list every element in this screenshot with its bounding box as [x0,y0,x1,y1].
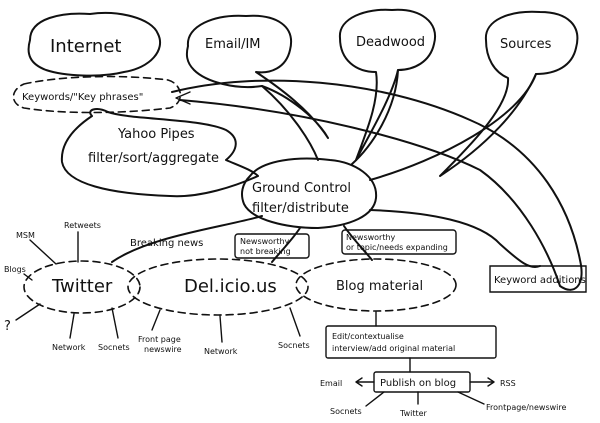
ground-control-blob [241,157,378,229]
newsworthy-label-2: Newsworthy [346,233,396,242]
email-im-label: Email/IM [205,37,261,52]
blogs-label: Blogs [4,265,26,274]
edit-line-2: interview/add original material [332,344,455,353]
sources-connector [369,73,537,181]
blog-material-label: Blog material [336,279,423,294]
spoke-network-twitter [69,313,75,339]
spoke-question [15,303,41,321]
email-im-cloud [185,14,329,139]
publish-frontpage-label: Frontpage/newswire [486,403,566,412]
ground-control-outflow [369,209,541,268]
on-topic-label: or topic/needs expanding [346,243,448,252]
twitter-socnets-label: Socnets [98,343,130,352]
keyword-additions-loop [171,79,583,291]
newsworthy-not-breaking-box [234,233,310,259]
breaking-news-label: Breaking news [130,238,203,249]
spoke-frontpage-delicious [151,309,161,331]
stream-to-twitter [111,215,263,263]
spoke-network-delicious [219,315,223,343]
deadwood-label: Deadwood [356,35,425,50]
msm-label: MSM [16,231,35,240]
newsworthy-on-topic-box [341,229,457,255]
question-mark-label: ? [4,319,11,334]
twitter-label: Twitter [51,276,113,297]
publish-to-rss [469,377,495,387]
keyword-additions-label: Keyword additions [494,275,586,286]
not-breaking-label: not breaking [240,247,291,256]
edit-box [325,325,497,359]
yahoo-pipes-label: Yahoo Pipes [117,127,195,142]
twitter-network-label: Network [52,343,86,352]
keywords-label: Keywords/"Key phrases" [22,92,143,103]
spoke-msm [29,239,57,265]
ground-control-label: Ground Control [252,181,351,196]
delicious-oval [127,258,309,316]
publish-rss-label: RSS [500,379,516,388]
publish-socnets-label: Socnets [330,407,362,416]
publish-to-socnets [365,391,385,407]
edit-line-1: Edit/contextualise [332,332,404,341]
keywords-box [12,75,182,114]
internet-cloud [27,12,161,77]
yahoo-pipes-blob [60,108,259,198]
spoke-socnets-twitter [111,307,119,339]
stream-to-delicious [271,227,301,263]
sources-label: Sources [500,37,552,52]
newsworthy-label-1: Newsworthy [240,237,290,246]
retweets-label: Retweets [64,221,101,230]
blog-material-oval [295,258,457,312]
spoke-socnets-delicious [289,307,301,337]
publish-to-email [355,377,375,387]
publish-to-frontpage [457,391,485,405]
keyword-additions-box [489,265,587,293]
publish-label: Publish on blog [380,378,456,389]
publish-email-label: Email [320,379,342,388]
publish-twitter-label: Twitter [399,409,428,418]
keyword-additions-arrow [175,91,191,105]
stream-to-blog [343,225,373,261]
filter-sort-label: filter/sort/aggregate [88,151,219,166]
twitter-oval [23,260,141,314]
internet-label: Internet [50,36,121,57]
delicious-label: Del.icio.us [184,276,277,297]
filter-distribute-label: filter/distribute [252,201,349,216]
deadwood-connector [351,69,399,165]
delicious-network-label: Network [204,347,238,356]
delicious-socnets-label: Socnets [278,341,310,350]
delicious-newswire-label: newswire [144,345,182,354]
spoke-blogs [23,273,33,281]
email-connector [261,85,319,161]
delicious-frontpage-label: Front page [138,335,181,344]
